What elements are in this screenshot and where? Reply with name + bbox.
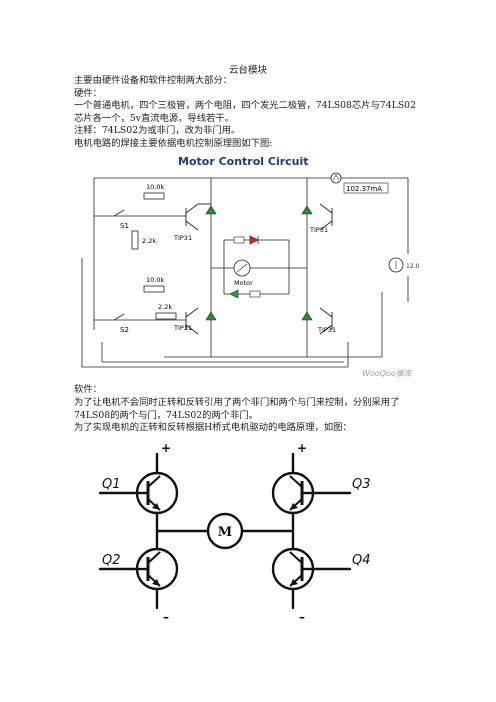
circuit-title: Motor Control Circuit (178, 155, 309, 168)
switch-s2-label: S2 (120, 326, 129, 334)
hardware-text: 一个普通电机，四个三极管，两个电阻，四个发光二极管，74LS08芯片与74LS0… (74, 100, 417, 124)
resistor-r2-label: 2.2k (142, 237, 156, 245)
h-bridge-figure: M Q1 Q2 Q3 Q4 + + – – (90, 440, 390, 625)
transistor-ur-label: TIP31 (309, 226, 328, 234)
ammeter-reading: 102.37mA (346, 185, 382, 193)
transistor-q2 (135, 547, 179, 591)
q3-label: Q3 (352, 477, 371, 492)
hbridge-intro: 为了实现电机的正转和反转根据H桥式电机驱动的电路原理，如图： (74, 422, 352, 433)
switch-s1-label: S1 (120, 222, 129, 230)
motor-icon (233, 259, 251, 277)
minus-right: – (299, 610, 305, 624)
intro-line: 主要由硬件设备和软件控制两大部分： (74, 75, 233, 86)
q1-label: Q1 (102, 477, 121, 492)
motor-control-circuit-figure: Motor Control Circuit (74, 152, 426, 382)
transistor-q3 (271, 471, 315, 515)
dc-source: 12.0 (388, 257, 420, 273)
motor-m: M (206, 512, 244, 550)
software-text: 为了让电机不会同时正转和反转引用了两个非门和两个与门来控制，分别采用了74LS0… (74, 397, 400, 421)
transistor-lr-label: TIP31 (317, 326, 336, 334)
page-title: 云台模块 (228, 65, 267, 76)
ammeter: 102.37mA (330, 172, 389, 194)
motor-label: Motor (234, 279, 253, 287)
minus-left: – (163, 610, 169, 624)
watermark: WooQoo推库 (362, 369, 414, 378)
transistor-q1 (135, 471, 179, 515)
transistor-ll-label: TIP31 (173, 324, 192, 332)
q4-label: Q4 (352, 553, 371, 568)
led-green (229, 289, 261, 299)
resistor-r4-label: 2.2k (158, 303, 172, 311)
q2-label: Q2 (102, 553, 121, 568)
transistor-q4 (271, 547, 315, 591)
plus-right: + (297, 441, 307, 455)
resistor-r3-label: 10.0k (146, 276, 164, 284)
software-heading: 软件： (74, 384, 102, 395)
note-line: 注释：74LS02为或非门，改为非门用。 (74, 125, 241, 136)
circuit-intro: 电机电路的焊接主要依据电机控制原理图如下图: (74, 138, 273, 149)
source-voltage: 12.0 (406, 263, 420, 270)
plus-left: + (161, 441, 171, 455)
resistor-r1-label: 10.0k (146, 183, 164, 191)
h-bridge-diagram: M Q1 Q2 Q3 Q4 + + – – (98, 441, 371, 624)
circuit-diagram: Motor Control Circuit (74, 152, 426, 382)
motor-m-label: M (218, 525, 232, 540)
transistor-ul-label: TIP31 (173, 234, 192, 242)
hardware-heading: 硬件： (74, 88, 102, 99)
led-red (233, 235, 259, 245)
